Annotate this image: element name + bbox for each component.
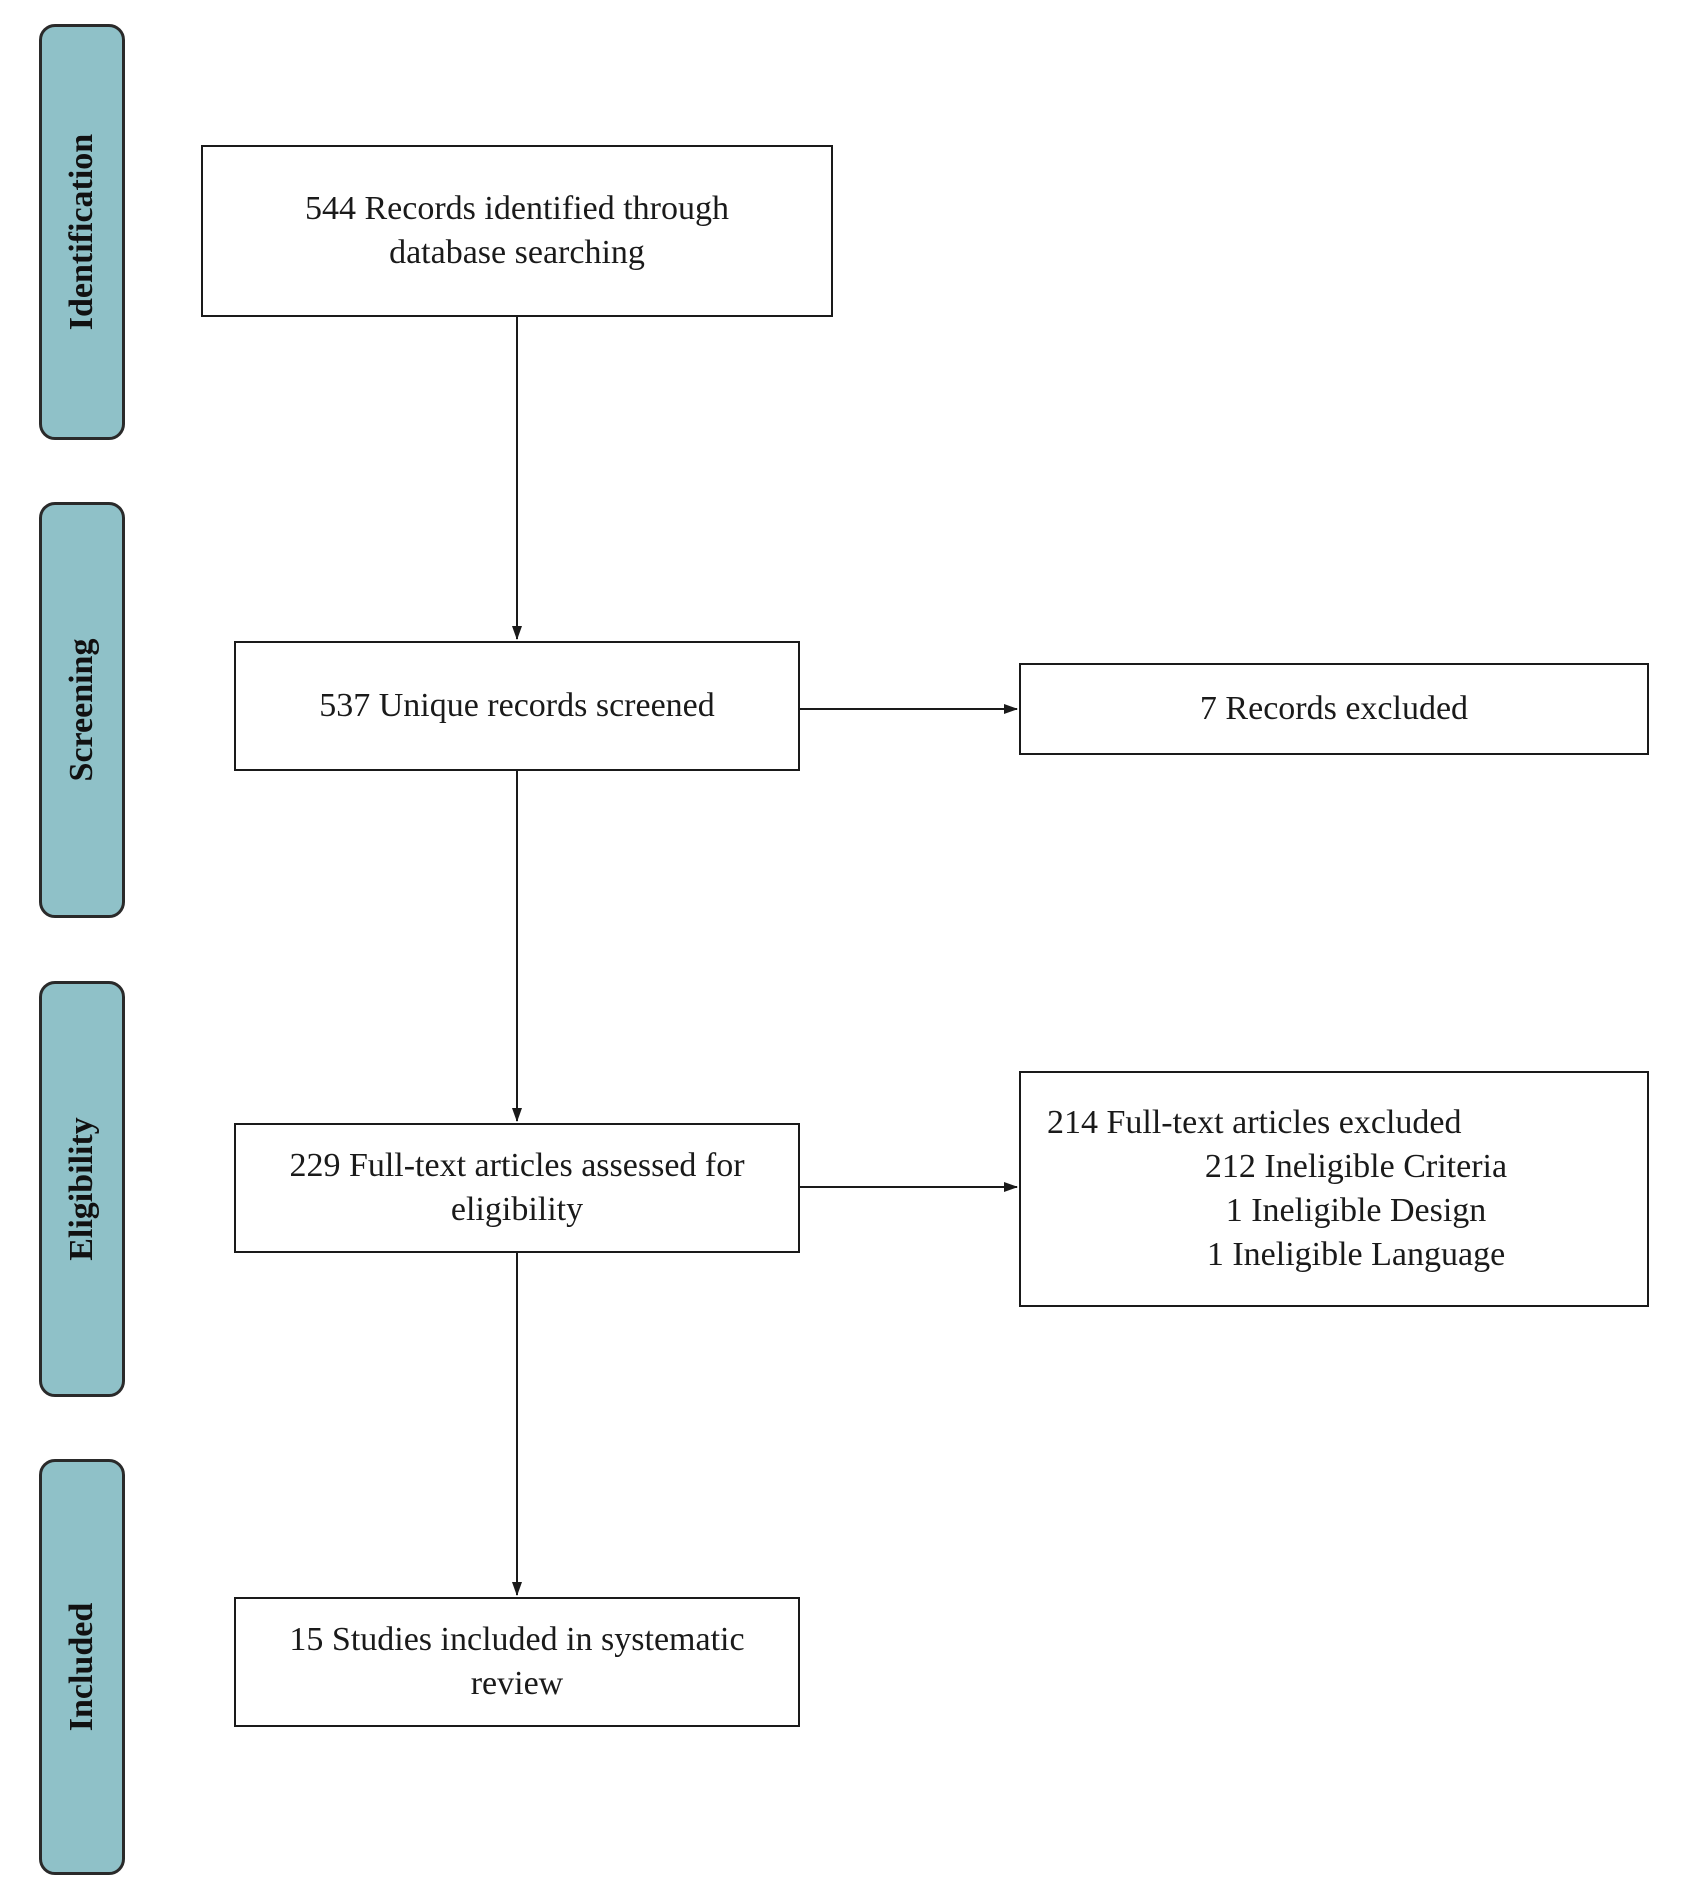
fulltext-excluded-title: 214 Full-text articles excluded: [1047, 1104, 1462, 1141]
studies-included-box: 15 Studies included in systematic review: [234, 1597, 800, 1727]
exclusion-reason-criteria: 212 Ineligible Criteria: [1204, 1148, 1508, 1185]
phase-screening-label: Screening: [63, 638, 100, 782]
records-excluded-box: 7 Records excluded: [1019, 663, 1649, 755]
phase-identification: Identification: [39, 24, 125, 440]
fulltext-excluded-box: 214 Full-text articles excluded 212 Inel…: [1019, 1071, 1649, 1307]
records-screened-box: 537 Unique records screened: [234, 641, 800, 771]
phase-screening: Screening: [39, 502, 125, 918]
records-identified-line1: 544 Records identified through: [305, 190, 729, 227]
exclusion-reason-design: 1 Ineligible Design: [1225, 1192, 1487, 1229]
studies-included-line1: 15 Studies included in systematic: [289, 1621, 745, 1658]
phase-eligibility-label: Eligibility: [63, 1117, 100, 1261]
records-screened-text: 537 Unique records screened: [319, 687, 715, 724]
phase-included-label: Included: [63, 1602, 100, 1732]
phase-included: Included: [39, 1459, 125, 1875]
exclusion-reason-language: 1 Ineligible Language: [1206, 1236, 1506, 1273]
phase-identification-label: Identification: [63, 133, 100, 331]
records-identified-box: 544 Records identified through database …: [201, 145, 833, 317]
fulltext-assessed-box: 229 Full-text articles assessed for elig…: [234, 1123, 800, 1253]
phase-eligibility: Eligibility: [39, 981, 125, 1397]
fulltext-assessed-line2: eligibility: [450, 1191, 584, 1228]
records-excluded-text: 7 Records excluded: [1199, 690, 1469, 727]
fulltext-assessed-line1: 229 Full-text articles assessed for: [289, 1147, 745, 1184]
studies-included-line2: review: [470, 1665, 564, 1702]
records-identified-line2: database searching: [389, 234, 645, 271]
